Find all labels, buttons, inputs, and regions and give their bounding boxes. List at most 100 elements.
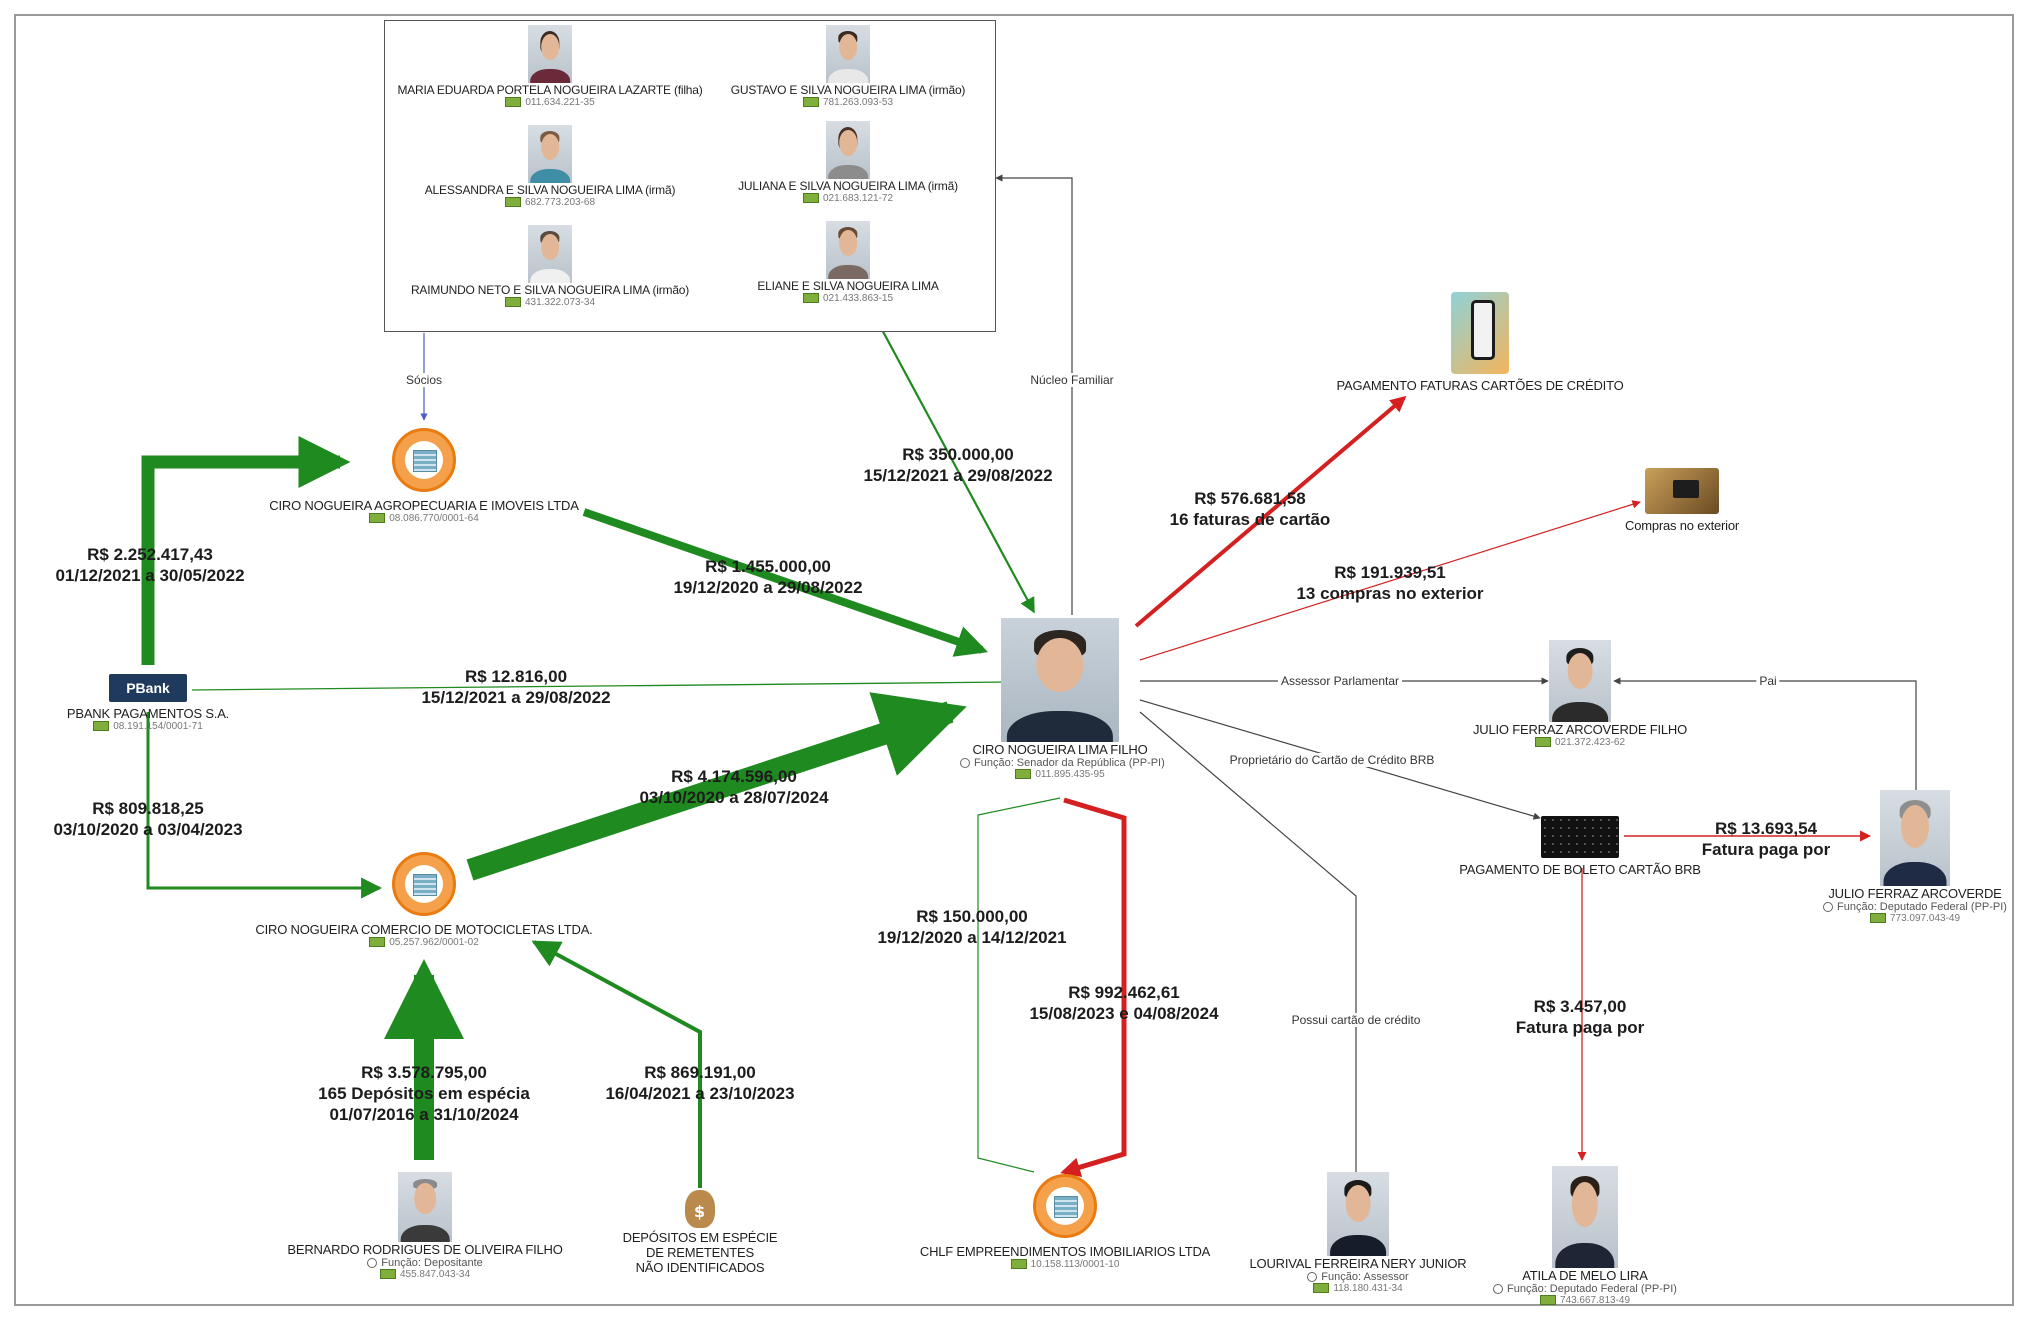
id-value: 011.895.435-95	[1035, 769, 1105, 780]
family-member-name: MARIA EDUARDA PORTELA NOGUEIRA LAZARTE (…	[397, 83, 703, 97]
flow-amount: R$ 13.693,54	[1714, 819, 1818, 838]
radio-icon	[1307, 1272, 1318, 1283]
relation-socios: Sócios	[402, 373, 446, 387]
building-icon	[1033, 1174, 1097, 1238]
flow-amount: R$ 809.818,25	[92, 799, 204, 818]
flow-pbank-to-agro: R$ 2.252.417,43 01/12/2021 a 30/05/2022	[55, 544, 244, 586]
node-name: ATILA DE MELO LIRA	[1522, 1268, 1648, 1283]
person-photo	[1880, 790, 1950, 886]
edge-pbank-to-agro	[141, 436, 351, 665]
family-member[interactable]: ELIANE E SILVA NOGUEIRA LIMA 021.433.863…	[699, 221, 997, 304]
edge-center-to-exterior	[1139, 500, 1641, 661]
node-motocicletas[interactable]: CIRO NOGUEIRA COMERCIO DE MOTOCICLETAS L…	[254, 852, 594, 948]
flow-period: 15/12/2021 a 29/08/2022	[421, 688, 611, 707]
flow-amount: R$ 4.174.596,00	[671, 767, 797, 786]
flow-boleto-to-atila: R$ 3.457,00 Fatura paga por	[1516, 996, 1644, 1038]
flow-period: 15/08/2023 e 04/08/2024	[1029, 1004, 1219, 1023]
smartphone-icon	[1451, 292, 1509, 374]
person-photo	[1001, 618, 1119, 742]
flow-amount: R$ 3.578.795,00	[361, 1063, 487, 1082]
building-icon	[392, 852, 456, 916]
person-photo	[528, 125, 572, 183]
node-pbank[interactable]: PBank PBANK PAGAMENTOS S.A. 08.191.154/0…	[58, 674, 238, 732]
node-julio-pai[interactable]: JULIO FERRAZ ARCOVERDE Função: Deputado …	[1810, 790, 2020, 924]
radio-icon	[1493, 1284, 1503, 1295]
money-bag-icon	[685, 1190, 715, 1228]
flow-period: 16/04/2021 a 23/10/2023	[605, 1084, 795, 1103]
flow-center-to-chlf: R$ 992.462,61 15/08/2023 e 04/08/2024	[1029, 982, 1218, 1024]
node-name: PAGAMENTO FATURAS CARTÕES DE CRÉDITO	[1336, 378, 1624, 393]
node-name: CHLF EMPREENDIMENTOS IMOBILIARIOS LTDA	[919, 1244, 1211, 1259]
family-member[interactable]: ALESSANDRA E SILVA NOGUEIRA LIMA (irmã) …	[385, 125, 715, 208]
id-value: 08.191.154/0001-71	[113, 721, 203, 732]
flow-amount: R$ 2.252.417,43	[87, 545, 213, 564]
node-pagamento-faturas[interactable]: PAGAMENTO FATURAS CARTÕES DE CRÉDITO	[1320, 292, 1640, 393]
node-id: 455.847.043-34	[270, 1269, 580, 1280]
flow-amount: R$ 150.000,00	[916, 907, 1028, 926]
flow-amount: R$ 869.191,00	[644, 1063, 756, 1082]
family-member[interactable]: RAIMUNDO NETO E SILVA NOGUEIRA LIMA (irm…	[385, 225, 715, 308]
node-pagamento-boleto[interactable]: PAGAMENTO DE BOLETO CARTÃO BRB	[1440, 816, 1720, 877]
flow-pbank-to-center: R$ 12.816,00 15/12/2021 a 29/08/2022	[421, 666, 610, 708]
flow-center-to-exterior: R$ 191.939,51 13 compras no exterior	[1296, 562, 1483, 604]
node-name: LOURIVAL FERREIRA NERY JUNIOR	[1249, 1256, 1467, 1271]
edge-center-to-faturas	[1134, 395, 1407, 628]
node-id: 08.086.770/0001-64	[264, 513, 584, 524]
role-text: Função: Assessor	[1321, 1271, 1409, 1283]
flow-bernardo-to-moto: R$ 3.578.795,00 165 Depósitos em espécia…	[318, 1062, 530, 1125]
id-card-icon	[369, 937, 386, 948]
family-member-name: ALESSANDRA E SILVA NOGUEIRA LIMA (irmã)	[424, 183, 676, 197]
family-member-name: ELIANE E SILVA NOGUEIRA LIMA	[757, 279, 939, 293]
id-value: 021.433.863-15	[822, 293, 894, 304]
flow-amount: R$ 191.939,51	[1334, 563, 1446, 582]
node-julio-filho[interactable]: JULIO FERRAZ ARCOVERDE FILHO 021.372.423…	[1470, 640, 1690, 748]
flow-period: 03/10/2020 a 28/07/2024	[639, 788, 829, 807]
edge-pbank-to-moto	[146, 712, 383, 899]
node-chlf[interactable]: CHLF EMPREENDIMENTOS IMOBILIARIOS LTDA 1…	[910, 1174, 1220, 1270]
flow-period: 03/10/2020 a 03/04/2023	[53, 820, 243, 839]
person-photo	[1327, 1172, 1389, 1256]
pbank-logo: PBank	[109, 674, 187, 702]
node-name: CIRO NOGUEIRA AGROPECUARIA E IMOVEIS LTD…	[269, 498, 579, 513]
relation-possui-cartao: Possui cartão de crédito	[1288, 1013, 1424, 1027]
id-value: 011.634.221-35	[525, 97, 595, 108]
flow-amount: R$ 12.816,00	[464, 667, 568, 686]
id-card-icon	[1010, 1259, 1027, 1270]
node-name: JULIO FERRAZ ARCOVERDE	[1828, 886, 2002, 901]
node-id: 021.372.423-62	[1470, 737, 1690, 748]
id-value: 781.263.093-53	[822, 97, 894, 108]
node-atila[interactable]: ATILA DE MELO LIRA Função: Deputado Fede…	[1480, 1166, 1690, 1306]
node-agropecuaria[interactable]: CIRO NOGUEIRA AGROPECUARIA E IMOVEIS LTD…	[264, 428, 584, 524]
flow-amount: R$ 3.457,00	[1533, 997, 1627, 1016]
radio-icon	[367, 1258, 378, 1269]
family-member[interactable]: GUSTAVO E SILVA NOGUEIRA LIMA (irmão) 78…	[699, 25, 997, 108]
flow-family-to-center: R$ 350.000,00 15/12/2021 a 29/08/2022	[863, 444, 1052, 486]
node-ciro-nogueira-lima-filho[interactable]: CIRO NOGUEIRA LIMA FILHO Função: Senador…	[960, 618, 1165, 780]
id-card-icon	[504, 297, 521, 308]
id-value: 021.683.121-72	[822, 193, 894, 204]
family-member[interactable]: MARIA EDUARDA PORTELA NOGUEIRA LAZARTE (…	[385, 25, 715, 108]
person-photo	[826, 121, 870, 179]
edge-agro-to-center	[582, 508, 989, 657]
family-member[interactable]: JULIANA E SILVA NOGUEIRA LIMA (irmã) 021…	[699, 121, 997, 204]
node-name: Compras no exterior	[1625, 518, 1739, 533]
node-compras-exterior[interactable]: Compras no exterior	[1612, 468, 1752, 533]
role-text: Função: Senador da República (PP-PI)	[974, 757, 1165, 769]
flow-detail: 13 compras no exterior	[1296, 584, 1484, 603]
node-bernardo[interactable]: BERNARDO RODRIGUES DE OLIVEIRA FILHO Fun…	[270, 1172, 580, 1280]
id-value: 05.257.962/0001-02	[389, 937, 479, 948]
family-group[interactable]: MARIA EDUARDA PORTELA NOGUEIRA LAZARTE (…	[384, 20, 996, 332]
person-photo	[1552, 1166, 1618, 1268]
id-value: 08.086.770/0001-64	[389, 513, 479, 524]
family-member-id: 021.433.863-15	[699, 293, 997, 304]
node-lourival[interactable]: LOURIVAL FERREIRA NERY JUNIOR Função: As…	[1248, 1172, 1468, 1294]
node-role: Função: Deputado Federal (PP-PI)	[1480, 1283, 1690, 1295]
flow-pbank-to-moto: R$ 809.818,25 03/10/2020 a 03/04/2023	[53, 798, 242, 840]
node-id: 08.191.154/0001-71	[58, 721, 238, 732]
id-card-icon	[1534, 737, 1551, 748]
node-depositos[interactable]: DEPÓSITOS EM ESPÉCIE DE REMETENTES NÃO I…	[600, 1190, 800, 1275]
node-name: CIRO NOGUEIRA LIMA FILHO	[972, 742, 1148, 757]
family-member-name: GUSTAVO E SILVA NOGUEIRA LIMA (irmão)	[730, 83, 966, 97]
id-value: 743.667.813-49	[1559, 1295, 1631, 1306]
person-photo	[528, 225, 572, 283]
